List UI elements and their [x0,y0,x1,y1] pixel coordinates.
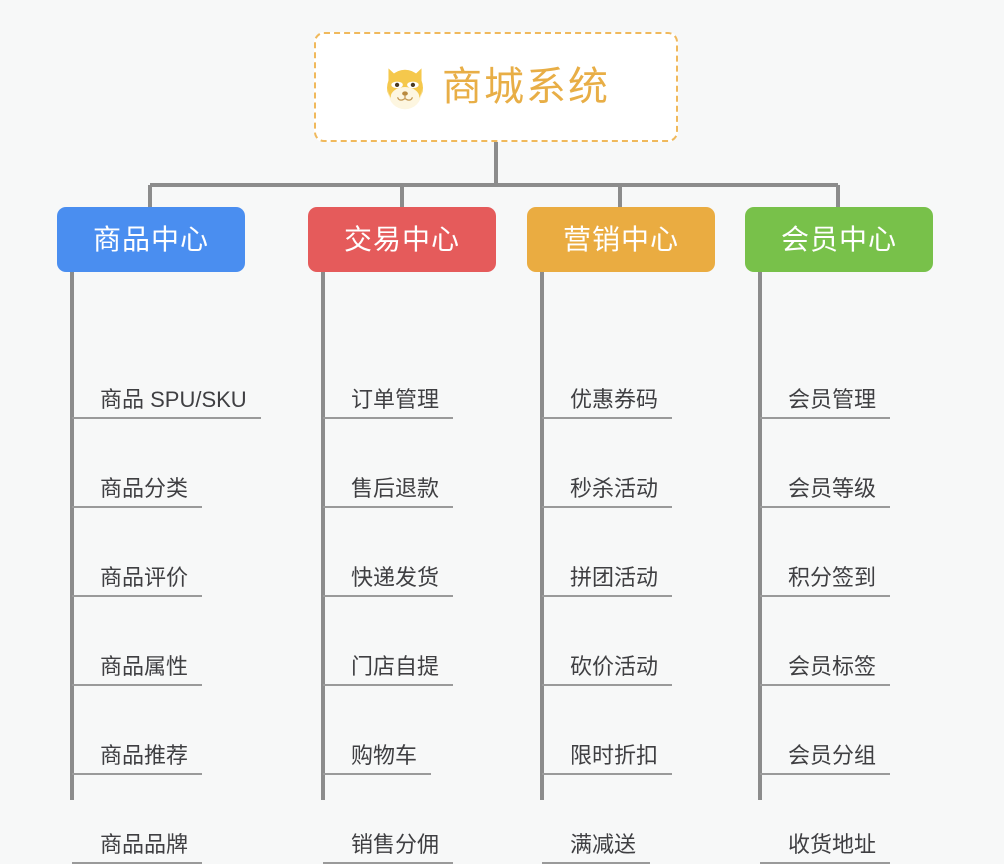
leaf-label: 满减送 [570,832,637,857]
leaf-label: 售后退款 [351,476,440,501]
leaf-label: 商品 SPU/SKU [100,387,247,412]
column-交易中心: 交易中心 订单管理 售后退款 快递发货 门店自提 购物车 销售分佣 [308,207,528,864]
leaf-label: 砍价活动 [570,654,659,679]
leaf-label: 快递发货 [351,565,440,590]
leaf-label: 商品分类 [100,476,189,501]
leaf-label: 限时折扣 [570,743,659,768]
column-会员中心: 会员中心 会员管理 会员等级 积分签到 会员标签 会员分组 收货地址 [745,207,965,864]
column-商品中心: 商品中心 商品 SPU/SKU 商品分类 商品评价 商品属性 商品推荐 商品品牌 [57,207,277,864]
category-header-0[interactable]: 商品中心 [57,207,245,272]
category-header-1[interactable]: 交易中心 [308,207,496,272]
column-营销中心: 营销中心 优惠券码 秒杀活动 拼团活动 砍价活动 限时折扣 满减送 [527,207,747,864]
leaf-label: 会员管理 [788,387,877,412]
leaf-label: 拼团活动 [570,565,659,590]
diagram-canvas: 商城系统 商品中心 商品 SPU/SKU 商品分类 商品评价 商品属性 商品推荐… [57,32,965,864]
leaf-label: 商品属性 [100,654,189,679]
category-header-3[interactable]: 会员中心 [745,207,933,272]
leaf-label: 商品评价 [100,565,189,590]
dog-face-icon [387,68,423,110]
root-title: 商城系统 [442,65,610,109]
leaf-label: 商品推荐 [100,743,189,768]
category-header-2[interactable]: 营销中心 [527,207,715,272]
leaf-label: 会员标签 [788,654,877,679]
leaf-label: 收货地址 [788,832,877,857]
root-node[interactable]: 商城系统 [314,32,678,142]
leaf-label: 销售分佣 [351,832,440,857]
leaf-label: 秒杀活动 [570,476,659,501]
leaf-label: 购物车 [351,743,418,768]
leaf-label: 门店自提 [351,654,440,679]
leaf-label: 订单管理 [351,387,440,412]
leaf-label: 优惠券码 [570,387,659,412]
leaf-label: 商品品牌 [100,832,189,857]
leaf-label: 会员分组 [788,743,877,768]
leaf-label: 会员等级 [788,476,877,501]
leaf-label: 积分签到 [788,565,877,590]
